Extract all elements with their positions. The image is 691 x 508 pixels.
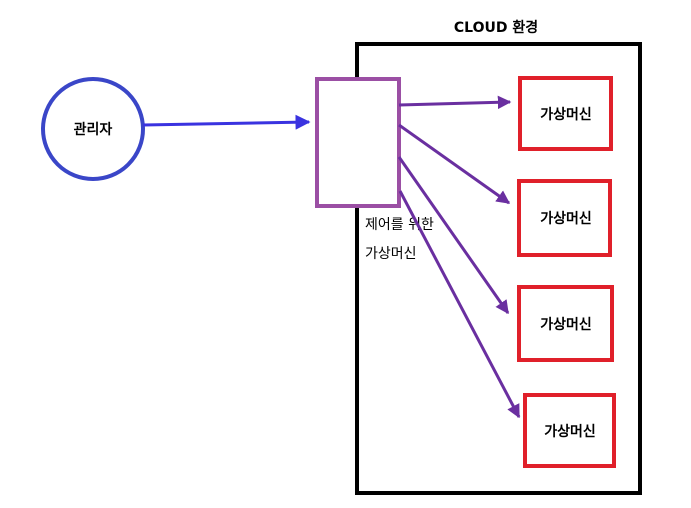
cloud-boundary [355,42,642,495]
controller-caption-line2: 가상머신 [365,246,417,262]
controller-to-vm1-arrow [398,95,512,110]
vm-box-1 [518,76,613,151]
controller-to-vm3-arrow [397,156,510,315]
cloud-title: CLOUD 환경 [454,19,538,36]
admin-to-controller-arrow [142,114,311,130]
vm-box-2 [517,179,612,257]
vm-label-1: 가상머신 [540,107,592,123]
admin-label: 관리자 [74,121,113,138]
controller-vm-box [315,77,401,208]
controller-caption-line1: 제어를 위한 [365,217,434,233]
vm-label-2: 가상머신 [540,211,592,227]
vm-label-4: 가상머신 [544,424,596,440]
vm-box-4 [523,393,616,468]
admin-node [41,77,145,181]
vm-box-3 [517,285,614,362]
controller-to-vm4-arrow [398,190,521,419]
controller-to-vm2-arrow [398,123,511,205]
vm-label-3: 가상머신 [540,317,592,333]
